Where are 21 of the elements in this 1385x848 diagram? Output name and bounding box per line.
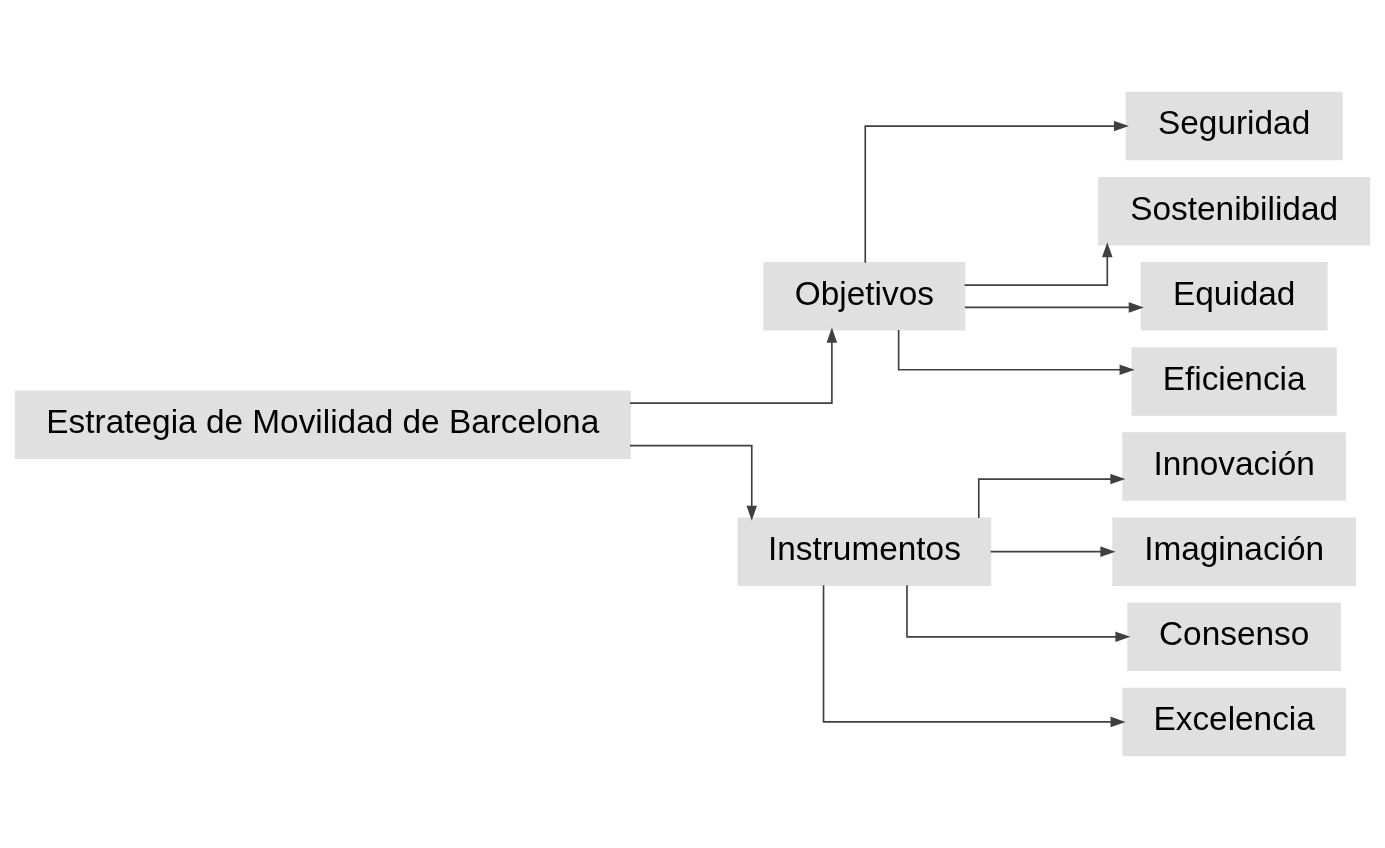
node-box: Imaginación bbox=[1112, 517, 1356, 586]
arrow bbox=[897, 329, 1135, 375]
node-box: Consenso bbox=[1127, 602, 1341, 672]
node-box: Eficiencia bbox=[1131, 347, 1337, 416]
arrow bbox=[977, 473, 1126, 519]
arrow bbox=[989, 546, 1116, 557]
arrow bbox=[629, 327, 838, 404]
arrow bbox=[822, 584, 1126, 728]
arrow bbox=[963, 242, 1113, 286]
node-box: Innovación bbox=[1122, 432, 1346, 501]
node-box: Instrumentos bbox=[737, 517, 992, 586]
node-box: Estrategia de Movilidad de Barcelona bbox=[14, 390, 631, 460]
arrow bbox=[629, 444, 757, 521]
arrow bbox=[964, 302, 1144, 313]
node-box: Objetivos bbox=[763, 262, 966, 331]
node-box: Excelencia bbox=[1122, 687, 1346, 757]
arrow bbox=[864, 120, 1129, 264]
arrow bbox=[906, 584, 1131, 643]
node-box: Sostenibilidad bbox=[1098, 176, 1371, 246]
node-box: Equidad bbox=[1140, 262, 1328, 331]
node-box: Seguridad bbox=[1125, 91, 1343, 161]
